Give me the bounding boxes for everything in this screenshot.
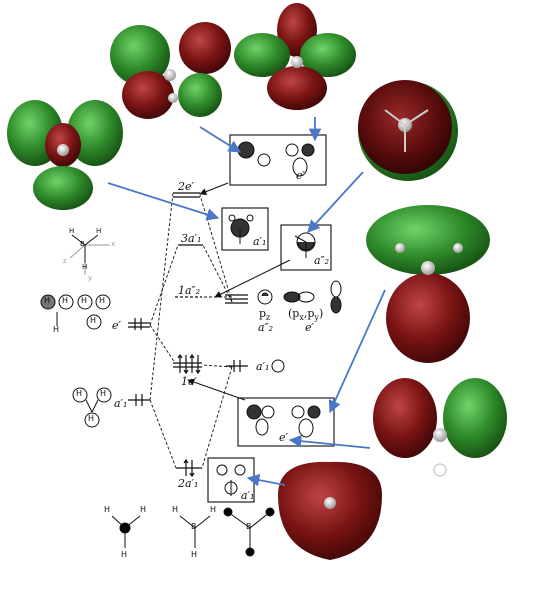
axis-b: B	[80, 240, 85, 248]
h-label-6: H	[90, 316, 97, 325]
label-right-a2-dprime: a″₂	[258, 321, 274, 334]
label-right-a1-prime: a′₁	[256, 360, 270, 373]
fragment-right-levels	[225, 294, 248, 372]
struct-h-2: H	[140, 505, 147, 514]
orbital-surface-right-top	[358, 80, 458, 181]
orbital-surface-bottom	[278, 461, 382, 560]
label-box-right: a″₂	[314, 254, 330, 267]
label-1a2-dprime: 1a″₂	[178, 284, 201, 297]
h-label-3: H	[53, 325, 60, 334]
label-left-a1-prime: a′₁	[114, 397, 128, 410]
struct-b-2: B	[246, 522, 252, 531]
orbital-surface-right-lower	[373, 378, 507, 477]
fragment-left-levels	[128, 318, 150, 406]
h-label-5: H	[99, 296, 106, 305]
label-box-mid: a′₁	[253, 235, 267, 248]
box-1a2-sketch	[294, 232, 316, 258]
box-1e-sketch	[246, 404, 321, 438]
h3-fragment-a1	[72, 387, 112, 428]
h-label-7: H	[76, 389, 83, 398]
axis-y: y	[88, 274, 93, 282]
label-2a1-prime: 2a′₁	[178, 477, 199, 490]
label-left-e-prime: e′	[112, 319, 122, 332]
pxpy-orbital-icon	[283, 280, 342, 314]
label-box-top: e′	[296, 169, 306, 182]
box-2e-sketch	[237, 141, 315, 177]
orbital-surface-right-mid	[366, 205, 490, 363]
correlation-lines	[149, 192, 233, 469]
mo-electrons	[177, 353, 201, 478]
label-right-e-prime: e′	[305, 321, 315, 334]
label-3a1-prime: 3a′₁	[181, 232, 202, 245]
blue-arrows	[107, 117, 386, 487]
struct-h-5: H	[210, 505, 217, 514]
h-label-4: H	[81, 296, 88, 305]
axis-h-2: H	[96, 227, 102, 235]
struct-b-1: B	[191, 522, 197, 531]
label-box-bottom: a′₁	[241, 489, 255, 502]
struct-h-3: H	[121, 550, 128, 559]
label-box-lower: e′	[279, 431, 289, 444]
label-2e-prime: 2e′	[178, 180, 195, 193]
axis-z: z	[63, 257, 67, 265]
orbital-surface-left	[7, 100, 123, 210]
s-orbital-icon	[271, 359, 285, 373]
h-label-2: H	[62, 296, 69, 305]
struct-h-4: H	[172, 505, 179, 514]
black-arrows	[187, 182, 291, 401]
h3-fragment-e	[40, 294, 111, 330]
axis-sketch	[69, 234, 110, 275]
axis-h-1: H	[69, 227, 75, 235]
bottom-structures	[111, 507, 275, 557]
axis-h-3: H	[82, 263, 88, 271]
box-3a1-sketch	[228, 214, 254, 244]
struct-h-1: H	[104, 505, 111, 514]
orbital-surface-top-left	[110, 22, 231, 119]
box-2a1-sketch	[216, 464, 246, 496]
struct-h-6: H	[191, 550, 198, 559]
axis-x: x	[111, 240, 116, 248]
h-label-9: H	[88, 414, 95, 423]
h-label-1: H	[44, 296, 51, 305]
pz-orbital-icon	[257, 289, 273, 305]
label-pz: pz	[259, 307, 271, 323]
h-label-8: H	[100, 389, 107, 398]
label-1e-prime: 1e′	[181, 375, 198, 388]
mo-levels	[173, 192, 203, 469]
orbital-surface-top-right	[234, 3, 356, 110]
label-pxpy: (px,py)	[288, 307, 324, 323]
